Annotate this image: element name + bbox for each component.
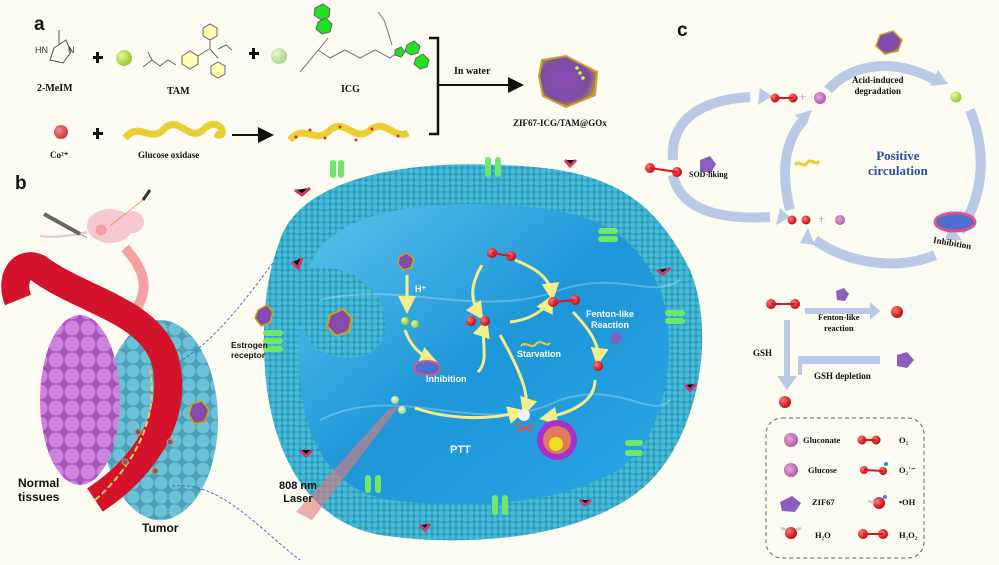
cobalt-label: Co²⁺ [50, 150, 69, 160]
mouse-icon [39, 209, 144, 243]
sod-label: SOD-liking [689, 170, 728, 179]
legend-superoxide: O₂˙⁻ [899, 465, 916, 475]
panel-c [645, 30, 986, 559]
skull-crossbones-icon [515, 409, 534, 433]
yellow-balls-icon [391, 317, 419, 414]
panel-c-molecules [645, 30, 977, 233]
n-label: N [68, 45, 75, 55]
glucose-oxidase-icon [122, 120, 226, 141]
laser-pen-icon [109, 189, 152, 227]
legend-water: H₂O [815, 530, 831, 540]
panel-a [49, 3, 599, 143]
tumor-label: Tumor [142, 521, 179, 535]
condition-in-water: In water [454, 66, 491, 77]
legend-glucose: Glucose [808, 465, 837, 475]
legend-hydroxyl: •OH [899, 497, 916, 507]
gsh-depletion-label: GSH depletion [814, 371, 871, 381]
tam-ball-icon [116, 50, 132, 66]
estrogen-receptor-icons [263, 157, 685, 515]
product-label: ZIF67-ICG/TAM@GOx [513, 118, 607, 128]
panel-label-c: c [677, 20, 688, 41]
tam-structure-icon [142, 23, 233, 79]
zif67-nanoparticle-icon [537, 54, 599, 109]
gox-cobalt-icon [287, 122, 410, 143]
plus-label-bottom: + [818, 211, 826, 226]
legend-icons [780, 433, 888, 539]
icg-structure-icon [299, 3, 430, 73]
enzyme-label: Glucose oxidase [138, 150, 200, 160]
normal-tissue [40, 315, 120, 485]
inhibition-label-b: Inhibition [426, 374, 467, 384]
legend-zif67: ZIF67 [812, 497, 835, 507]
syringe-icon [43, 212, 88, 239]
2-meim-structure-icon [49, 30, 72, 64]
reagent-2-meim: 2-MeIM [37, 83, 73, 94]
panel-label-b: b [15, 173, 27, 194]
reagent-icg: ICG [341, 84, 360, 95]
ptt-label: PTT [450, 444, 471, 456]
gsh-label: GSH [753, 348, 773, 358]
mitochondria-icon [413, 360, 441, 376]
cycle-arrows [667, 61, 986, 269]
blood-vessel [1, 252, 183, 512]
pink-receptor-icons [290, 158, 698, 533]
reagent-tam: TAM [167, 86, 190, 97]
fenton-section [766, 288, 914, 408]
pathway-arrows [398, 258, 609, 425]
cobalt-ion-icon [54, 125, 68, 139]
plus-label-top: + [799, 89, 807, 104]
h-plus-label: H⁺ [415, 284, 427, 294]
panel-b [1, 157, 703, 561]
legend-h2o2: H₂O₂ [899, 530, 918, 540]
legend-gluconate: Gluconate [803, 435, 841, 445]
panel-label-a: a [34, 14, 45, 35]
laser-beam [296, 405, 400, 520]
nucleus-icon [537, 420, 577, 460]
plus-icon [93, 48, 259, 139]
starvation-label: Starvation [517, 349, 562, 359]
molecules-icon [466, 248, 603, 371]
legend-box [765, 417, 925, 559]
hn-label: HN [35, 45, 48, 55]
legend-o2: O₂ [899, 435, 909, 445]
icg-ball-icon [271, 48, 287, 64]
bracket-icon [429, 36, 440, 136]
